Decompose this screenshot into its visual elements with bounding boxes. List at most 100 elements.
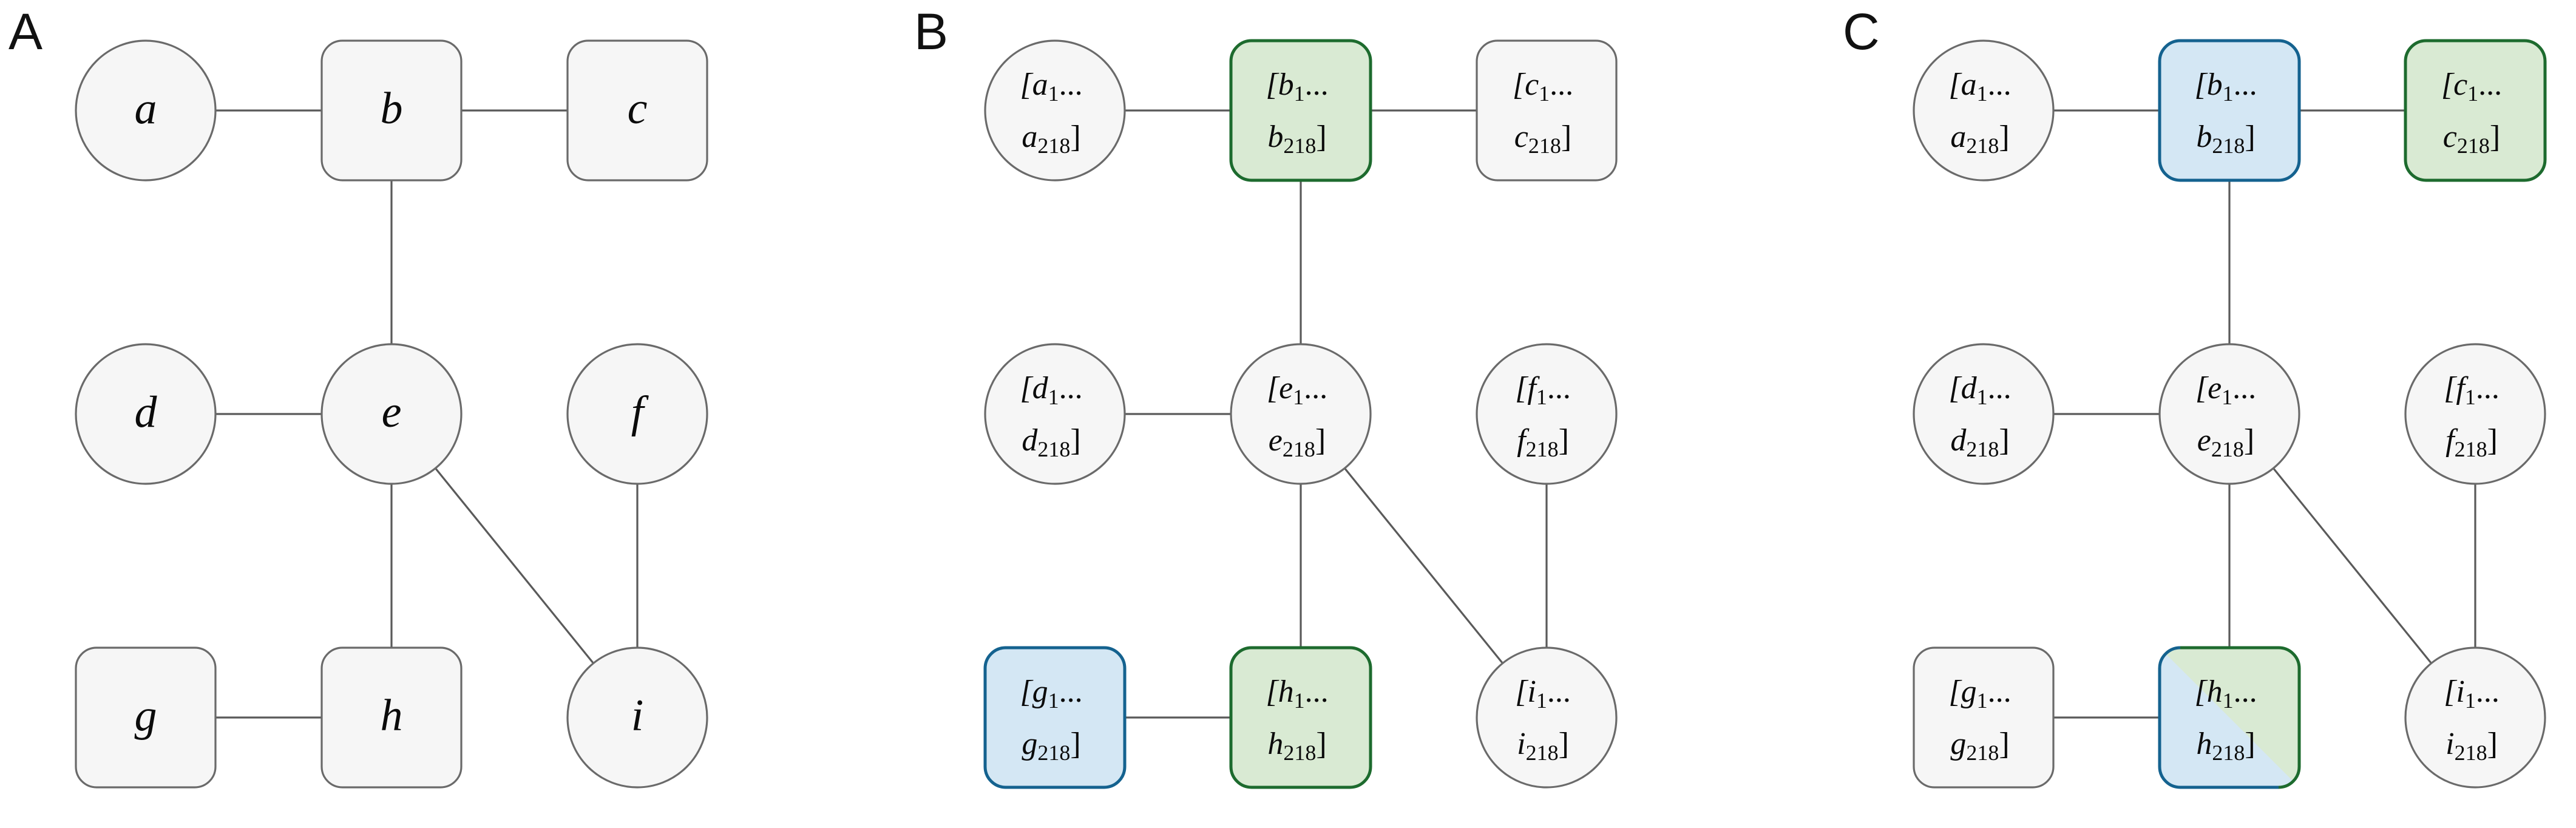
node-shape-rect [1913, 646, 2055, 789]
node-label-g: g [135, 691, 157, 741]
node-label-a-line1: [a1... [1948, 67, 2011, 106]
node-shape-circle [1476, 646, 1618, 789]
node-c[interactable]: [c1... c218] [1476, 39, 1618, 182]
node-label-a: a [135, 84, 157, 134]
node-shape-rect [75, 646, 217, 789]
node-label-i-line1: [i1... [2444, 674, 2500, 713]
node-label-i-line1: [i1... [1515, 674, 1571, 713]
node-shape-circle [75, 39, 217, 182]
node-fill-green-half [2160, 648, 2299, 787]
node-label-i-line2: i218] [1517, 727, 1569, 765]
node-label-g-line1: [g1... [1020, 674, 1082, 713]
node-label-g-line2: g218] [1950, 727, 2009, 765]
node-shape-rect [1229, 646, 1372, 789]
node-i[interactable]: i [566, 646, 708, 789]
node-shape-circle [1476, 343, 1618, 485]
node-shape-circle [2404, 646, 2546, 789]
node-h[interactable]: h [320, 646, 463, 789]
node-shape-circle [1913, 343, 2055, 485]
node-label-h-line2: h218] [2196, 727, 2255, 765]
node-d[interactable]: [d1...d218] [1913, 343, 2055, 485]
node-label-g-line2: g218] [1022, 727, 1080, 765]
node-label-e-line2: e218] [1269, 423, 1326, 461]
node-label-a-line2: a218] [1950, 120, 2009, 158]
node-label-d-line1: [d1... [1948, 371, 2011, 409]
edge-layer [215, 109, 639, 719]
node-label-b-line2: b218] [2196, 120, 2255, 158]
node-c[interactable]: [c1... c218] [2404, 39, 2547, 182]
node-shape-rect [983, 646, 1127, 789]
node-label-a-line2: a218] [1022, 120, 1080, 158]
node-label-h-line1: [h1... [1266, 674, 1328, 713]
edge-layer [1125, 109, 1548, 719]
panel-b: B[a1...a218][b1...b218][c1...c218][d1...… [909, 0, 1759, 828]
node-label-c-line2: c218] [1514, 120, 1571, 158]
node-shape-rect [320, 39, 463, 182]
node-border-blue-half [2158, 646, 2279, 789]
node-shape-circle [1230, 343, 1372, 485]
node-f[interactable]: f [566, 343, 708, 485]
node-shape-rect [320, 646, 463, 789]
node-label-b-line2: b218] [1267, 120, 1326, 158]
node-label-c-line2: c218] [2443, 120, 2500, 158]
node-shape-rect [1229, 39, 1372, 182]
node-label-e-line1: [e1... [1267, 371, 1327, 409]
node-label-b: b [381, 84, 403, 134]
node-a[interactable]: [a1... a218] [1913, 39, 2055, 182]
node-label-c-line1: [c1... [1513, 67, 1573, 106]
node-h[interactable]: [h1... h218] [2158, 646, 2301, 789]
panel-label-c: C [1843, 3, 1880, 60]
node-a[interactable]: [a1... a218] [984, 39, 1126, 182]
node-c[interactable]: c [566, 39, 708, 182]
node-b[interactable]: [b1... b218] [1229, 39, 1372, 182]
node-border-green-half [2180, 646, 2301, 789]
node-h[interactable]: [h1... h218] [1229, 646, 1372, 789]
node-shape-circle [2158, 343, 2300, 485]
edge-layer [2053, 109, 2476, 719]
node-shape-circle [984, 39, 1126, 182]
node-f[interactable]: [f1...f218] [2404, 343, 2546, 485]
node-e[interactable]: [e1... e218] [2158, 343, 2300, 485]
node-shape-circle [2404, 343, 2546, 485]
node-label-b-line1: [b1... [2194, 67, 2257, 106]
node-label-c-line1: [c1... [2441, 67, 2502, 106]
node-label-g-line1: [g1... [1948, 674, 2011, 713]
node-label-b-line1: [b1... [1266, 67, 1328, 106]
node-shape-circle [320, 343, 463, 485]
edge-e-i [1344, 467, 1503, 664]
node-g[interactable]: [g1... g218] [1913, 646, 2055, 789]
node-g[interactable]: g [75, 646, 217, 789]
node-label-h-line1: [h1... [2194, 674, 2257, 713]
node-d[interactable]: d [75, 343, 217, 485]
edge-e-i [435, 467, 594, 664]
node-label-c: c [628, 84, 648, 134]
node-label-f-line1: [f1... [2444, 371, 2500, 409]
node-label-i: i [631, 691, 644, 741]
node-g[interactable]: [g1... g218] [983, 646, 1127, 789]
node-label-e-line2: e218] [2197, 423, 2254, 461]
node-b[interactable]: [b1... b218] [2158, 39, 2301, 182]
node-shape-circle [566, 646, 708, 789]
node-e[interactable]: e [320, 343, 463, 485]
node-label-f-line1: [f1... [1515, 371, 1571, 409]
node-e[interactable]: [e1... e218] [1230, 343, 1372, 485]
edge-e-i [2273, 467, 2432, 664]
node-label-d: d [135, 387, 158, 437]
node-shape-circle [984, 343, 1126, 485]
node-a[interactable]: a [75, 39, 217, 182]
node-label-d-line1: [d1... [1020, 371, 1082, 409]
node-label-e-line1: [e1... [2195, 371, 2256, 409]
node-f[interactable]: [f1...f218] [1476, 343, 1618, 485]
node-label-a-line1: [a1... [1020, 67, 1082, 106]
node-label-i-line2: i218] [2446, 727, 2498, 765]
node-i[interactable]: [i1... i218] [1476, 646, 1618, 789]
panel-label-a: A [8, 3, 43, 60]
node-label-h-line2: h218] [1267, 727, 1326, 765]
node-shape-circle [1913, 39, 2055, 182]
node-i[interactable]: [i1... i218] [2404, 646, 2546, 789]
node-label-d-line2: d218] [1022, 423, 1080, 461]
node-b[interactable]: b [320, 39, 463, 182]
node-shape-rect [2158, 39, 2301, 182]
node-d[interactable]: [d1... d218] [984, 343, 1126, 485]
